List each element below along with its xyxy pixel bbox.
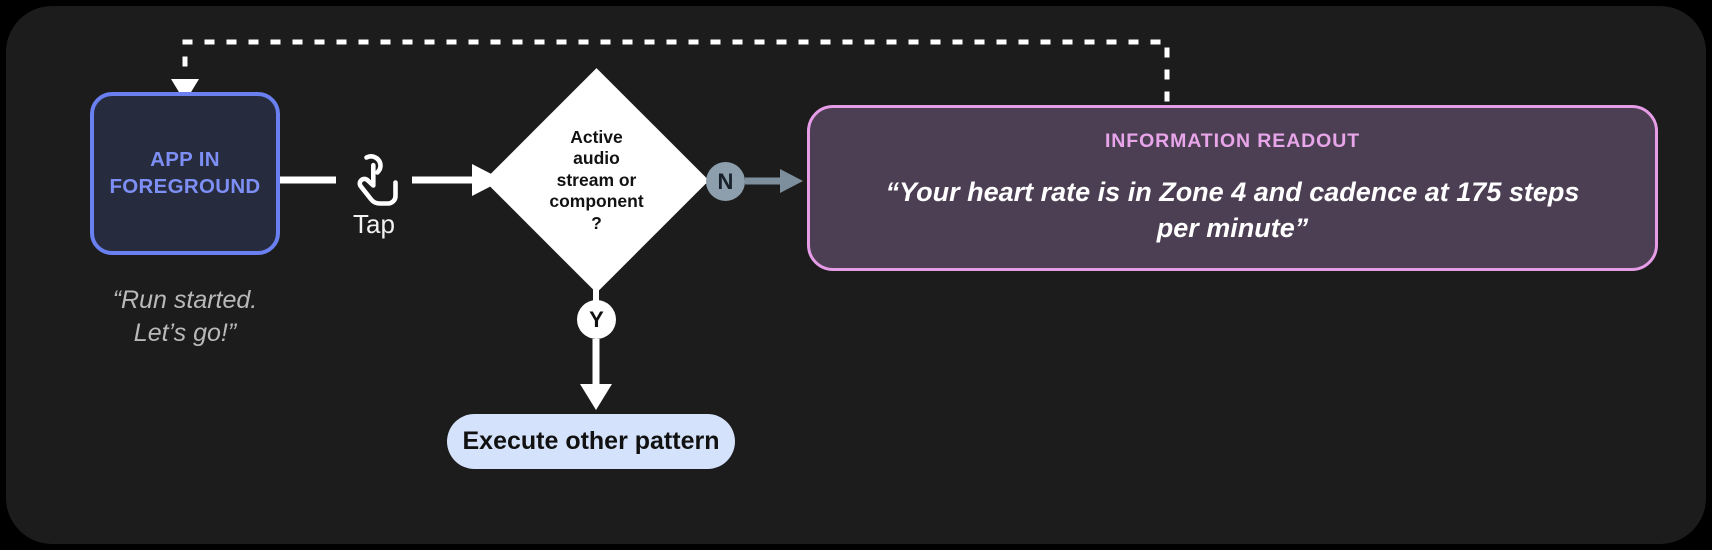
app-node-caption: “Run started. Let’s go!” xyxy=(112,286,258,347)
panel-information-readout[interactable]: INFORMATION READOUT “Your heart rate is … xyxy=(807,105,1658,271)
app-node-label: APP IN FOREGROUND xyxy=(109,148,261,198)
tap-gesture-icon xyxy=(357,154,398,206)
tap-gesture-label: Tap xyxy=(353,209,395,239)
node-execute-other-pattern[interactable]: Execute other pattern xyxy=(447,414,735,469)
branch-badge-yes: Y xyxy=(577,300,616,339)
readout-body: “Your heart rate is in Zone 4 and cadenc… xyxy=(885,176,1580,243)
readout-title: INFORMATION READOUT xyxy=(1104,129,1361,152)
execute-pill-label: Execute other pattern xyxy=(462,427,720,455)
arrowhead-into-readout xyxy=(780,169,803,193)
arrowhead-into-execute xyxy=(580,384,612,410)
connectors-layer xyxy=(171,39,1170,410)
diagram-canvas: APP IN FOREGROUND “Run started. Let’s go… xyxy=(6,6,1706,544)
node-app-in-foreground[interactable]: APP IN FOREGROUND xyxy=(90,92,280,255)
decision-label: Active audio stream or component ? xyxy=(549,127,644,233)
branch-badge-no: N xyxy=(706,162,745,201)
node-decision-audio-stream[interactable]: Active audio stream or component ? xyxy=(484,68,709,293)
